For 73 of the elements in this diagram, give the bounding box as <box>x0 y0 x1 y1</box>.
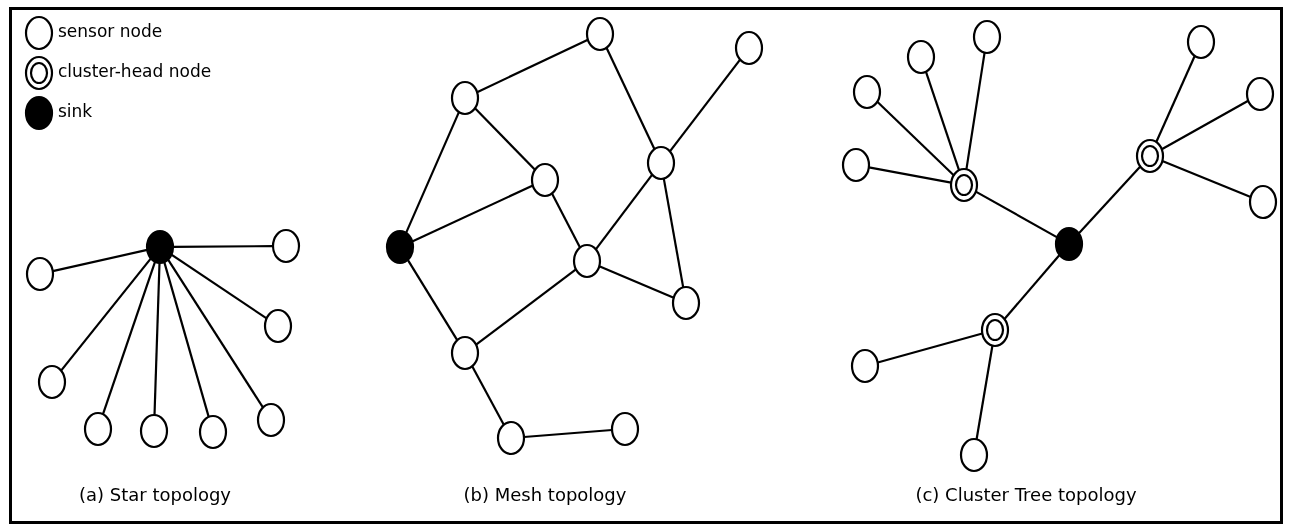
link-line <box>924 71 961 171</box>
link-line <box>1077 165 1142 235</box>
sensor-node-circle <box>1245 76 1275 112</box>
link-line <box>868 166 952 184</box>
sensor-node-circle <box>906 39 936 75</box>
cluster-head-node <box>949 167 979 203</box>
sensor-node-circle <box>585 16 615 52</box>
link-line <box>662 178 685 288</box>
link-line <box>475 268 577 346</box>
sensor-node-circle <box>646 145 676 181</box>
link-line <box>876 101 955 176</box>
sensor-node-circle <box>37 364 67 400</box>
link-line <box>167 259 264 408</box>
link-line <box>474 107 536 171</box>
link-line <box>476 38 589 94</box>
link-line <box>170 253 268 320</box>
link-line <box>1003 254 1061 320</box>
sensor-node-circle <box>572 243 602 279</box>
topology-caption: (c) Cluster Tree topology <box>915 484 1137 506</box>
link-line <box>406 259 459 341</box>
link-line <box>1155 55 1196 143</box>
sensor-node-circle <box>530 162 560 198</box>
link-line <box>173 245 273 248</box>
link-line <box>594 174 654 250</box>
link-line <box>101 261 157 415</box>
legend-label: sink <box>58 101 93 121</box>
sensor-node-circle <box>671 285 701 321</box>
sink-node <box>1054 226 1084 262</box>
link-line <box>1161 160 1252 198</box>
sensor-node-circle <box>496 420 526 456</box>
sensor-node-circle <box>271 228 301 264</box>
topology-caption: (a) Star topology <box>79 484 231 506</box>
link-line <box>1161 99 1249 151</box>
sensor-node-circle <box>959 437 989 473</box>
sensor-node-circle <box>841 147 871 183</box>
sensor-node-circle <box>850 348 880 384</box>
sink-node <box>145 229 175 265</box>
sensor-node-circle <box>139 413 169 449</box>
sensor-node-circle <box>450 80 480 116</box>
link-line <box>405 111 460 234</box>
legend-label: cluster-head node <box>58 61 212 81</box>
link-line <box>605 47 656 150</box>
sink-node <box>385 229 415 265</box>
sensor-node-circle <box>450 335 480 371</box>
link-line <box>965 52 986 170</box>
sensor-node-circle <box>610 411 640 447</box>
link-line <box>471 365 505 426</box>
sensor-node-circle <box>198 414 228 450</box>
sensor-node-circle <box>852 74 882 110</box>
link-line <box>975 190 1058 239</box>
sensor-node-circle <box>1186 24 1216 60</box>
link-line <box>975 345 994 440</box>
link-line <box>411 184 534 243</box>
link-line <box>877 332 983 364</box>
sensor-node-circle <box>25 256 55 292</box>
link-line <box>60 257 152 372</box>
sensor-node-circle <box>263 308 293 344</box>
sensor-node-circle <box>256 402 286 438</box>
cluster-head-node <box>980 312 1010 348</box>
topology-caption: (b) Mesh topology <box>463 484 627 506</box>
sensor-node-circle <box>83 411 113 447</box>
link-line <box>523 428 613 439</box>
sensor-node-circle <box>734 30 764 66</box>
cluster-head-node <box>1135 138 1165 174</box>
link-line <box>551 193 581 248</box>
sensor-node-circle <box>972 19 1002 55</box>
legend-label: sensor node <box>58 21 163 41</box>
link-line <box>52 248 148 273</box>
link-line <box>669 58 741 153</box>
link-line <box>163 261 210 418</box>
sensor-node-circle <box>1248 184 1278 220</box>
link-line <box>598 265 675 299</box>
link-line <box>153 262 161 416</box>
